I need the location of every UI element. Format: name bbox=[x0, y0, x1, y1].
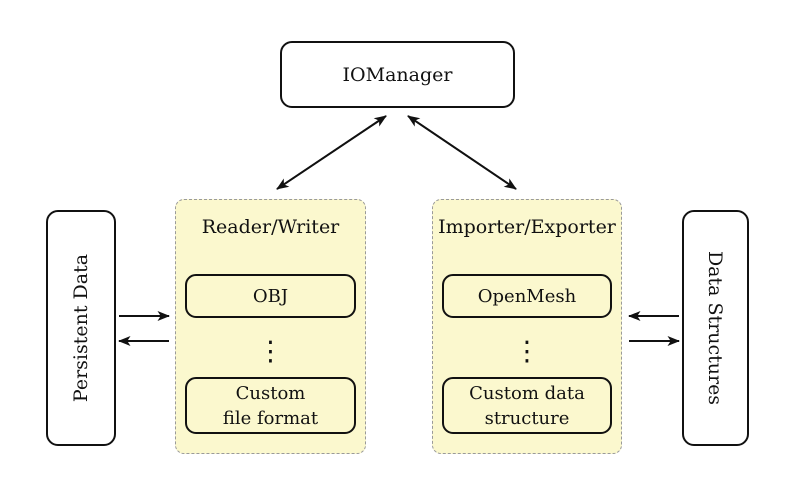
reader-writer-ellipsis: ⋮ bbox=[257, 335, 284, 367]
data-structures-node: Data Structures bbox=[682, 210, 749, 446]
io-manager-label: IOManager bbox=[342, 63, 453, 86]
data-structures-label: Data Structures bbox=[704, 250, 727, 406]
reader-writer-title: Reader/Writer bbox=[201, 216, 340, 238]
custom-file-format-label-line2: file format bbox=[222, 407, 319, 429]
arrow-iomanager-to-importerexporter bbox=[407, 115, 517, 190]
custom-data-structure-label-line1: Custom data bbox=[469, 382, 585, 404]
reader-writer-group: Reader/Writer OBJ ⋮ Custom file format bbox=[175, 199, 366, 454]
arrow-iomanager-to-readerwriter bbox=[276, 115, 387, 190]
obj-label: OBJ bbox=[252, 285, 289, 307]
custom-data-structure-node: Custom data structure bbox=[442, 377, 612, 434]
openmesh-node: OpenMesh bbox=[442, 274, 612, 318]
persistent-data-label: Persistent Data bbox=[70, 253, 92, 403]
arrow-importerexporter-to-iomanager bbox=[407, 115, 517, 190]
importer-exporter-ellipsis: ⋮ bbox=[513, 335, 541, 367]
custom-file-format-node: Custom file format bbox=[185, 377, 356, 434]
custom-data-structure-label-line2: structure bbox=[484, 407, 570, 429]
obj-node: OBJ bbox=[185, 274, 356, 318]
importer-exporter-group: Importer/Exporter OpenMesh ⋮ Custom data… bbox=[432, 199, 622, 454]
persistent-data-node: Persistent Data bbox=[46, 210, 116, 446]
importer-exporter-title: Importer/Exporter bbox=[438, 216, 616, 238]
openmesh-label: OpenMesh bbox=[477, 285, 577, 307]
arrow-readerwriter-to-iomanager bbox=[276, 115, 387, 190]
custom-file-format-label-line1: Custom bbox=[235, 382, 306, 404]
io-manager-node: IOManager bbox=[280, 41, 515, 108]
